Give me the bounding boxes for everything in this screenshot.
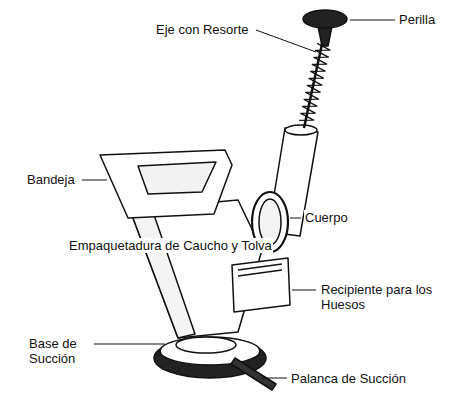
- tray: [100, 150, 232, 218]
- knob-stem: [318, 26, 332, 46]
- suction-base-top: [160, 337, 260, 365]
- leader-line: [292, 290, 316, 291]
- part-label: Empaquetadura de Caucho y Tolva: [68, 238, 273, 253]
- part-label: Bandeja: [26, 172, 76, 187]
- leader-line: [262, 378, 287, 379]
- part-label: Eje con Resorte: [155, 22, 250, 37]
- bone-container: [232, 258, 290, 312]
- leader-line: [256, 30, 316, 52]
- body-front-face: [130, 209, 195, 338]
- tube-top: [285, 125, 317, 135]
- knob: [303, 10, 347, 28]
- leader-line: [82, 180, 107, 181]
- part-label: Palanca de Succión: [290, 371, 407, 386]
- spring: [299, 43, 330, 120]
- part-label: Recipiente para los Huesos: [320, 282, 436, 312]
- suction-base-neck: [176, 337, 236, 353]
- tray-opening: [138, 162, 216, 194]
- leader-line: [82, 344, 165, 345]
- leader-line: [290, 218, 301, 219]
- leader-line: [350, 20, 395, 21]
- part-label: Base de Succión: [28, 336, 94, 366]
- suction-lever: [231, 358, 276, 390]
- part-label: Cuerpo: [304, 210, 428, 225]
- bone-container-slot: [238, 264, 282, 276]
- part-label: Perilla: [398, 12, 436, 27]
